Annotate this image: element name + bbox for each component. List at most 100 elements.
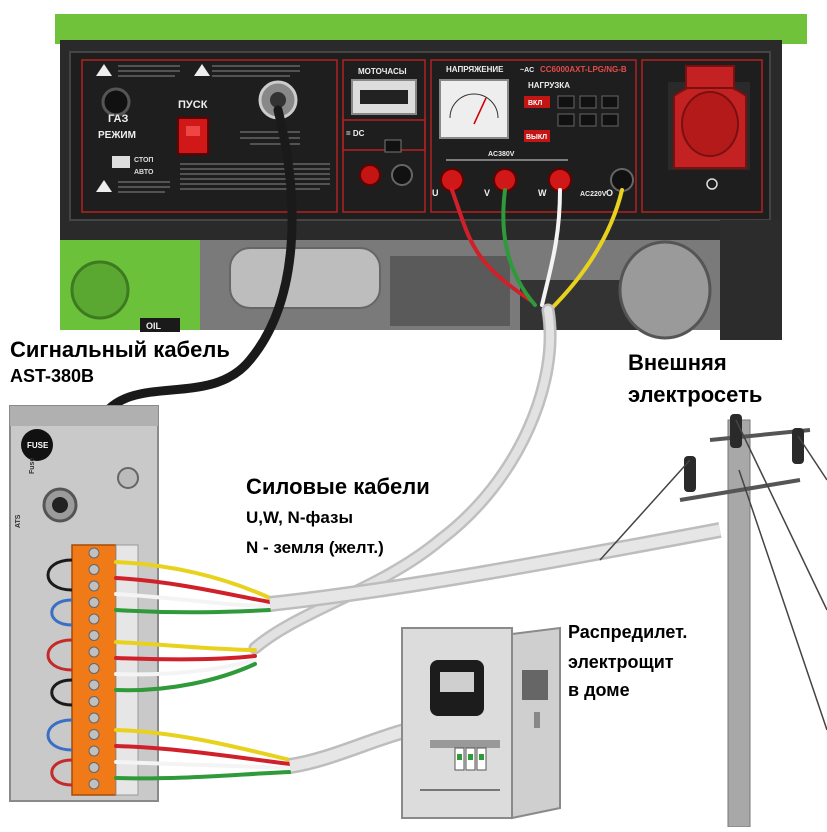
external-grid-label-1: Внешняя: [628, 350, 727, 375]
pole: [727, 419, 751, 828]
house-panel-label-3: в доме: [568, 680, 630, 700]
dc-minus-terminal: [391, 164, 413, 186]
oil-label: OIL: [146, 321, 162, 331]
wire-bundle1-yellow: [114, 560, 272, 600]
terminal-o-label: O: [606, 188, 613, 198]
vykl-badge: [524, 130, 550, 142]
terminal-v-label: V: [484, 188, 490, 198]
din-rail: [430, 740, 500, 748]
terminal-screw: [88, 745, 100, 757]
wire-green-v: [501, 188, 537, 307]
terminal-o: [610, 168, 634, 192]
terminal-screw: [88, 712, 100, 724]
wire-red-u: [450, 188, 532, 302]
door-handle: [534, 712, 540, 728]
oil-plate: [140, 318, 180, 332]
wire-bundle3-white: [114, 760, 292, 770]
warning-icon: [96, 64, 112, 76]
door-window: [522, 670, 548, 700]
house-panel-label-1: Распредилет.: [568, 622, 688, 642]
panel-zone-socket: [641, 59, 763, 213]
wire-white-w: [540, 188, 562, 307]
mode-toggle: [112, 156, 130, 168]
gas-knob: [101, 87, 131, 117]
generator-frame: [55, 14, 807, 44]
terminal-screw: [88, 729, 100, 740]
load-buttons: [557, 95, 619, 127]
terminal-screw: [88, 679, 100, 691]
wire-bundle3-yellow: [114, 728, 292, 762]
signal-socket-core: [270, 92, 286, 108]
utility-pole: [599, 414, 827, 828]
dc-breaker: [384, 139, 402, 153]
voltmeter-scale: [449, 93, 499, 119]
warning-icon: [194, 64, 210, 76]
terminal-screw: [88, 646, 100, 658]
terminal-screw: [88, 613, 100, 625]
terminal-screw: [88, 630, 100, 641]
terminal-screw: [88, 564, 100, 575]
external-grid-label-2: электросеть: [628, 382, 763, 407]
motor-hours-label: МОТОЧАСЫ: [358, 67, 407, 76]
terminal-screw: [88, 547, 100, 559]
panel-text: ГАЗ РЕЖИМ ПУСК СТОП АВТО МОТОЧАСЫ = DC Н…: [15, 65, 627, 528]
voltmeter-needle: [473, 97, 487, 125]
panel-fine-print: [118, 65, 330, 193]
wire-bundle1-green: [114, 608, 272, 615]
power-socket-top: [685, 65, 735, 89]
crossarm-lower: [679, 478, 801, 502]
generator-rotor: [618, 240, 712, 340]
wire-bundle2-yellow: [114, 640, 257, 652]
wire-bundle3-red: [114, 744, 292, 766]
vkl-badge: [524, 96, 550, 108]
ac220-label: AC220V: [580, 191, 607, 198]
hour-meter-display: [360, 90, 408, 104]
sheathed-cables: [269, 522, 722, 774]
panel-zone-left: [81, 59, 338, 213]
wire-bundle2-red: [114, 654, 257, 662]
vykl-label: ВЫКЛ: [526, 134, 547, 141]
fuse-holder: [21, 429, 53, 461]
power-cables-label: Силовые кабели: [246, 474, 430, 499]
signal-cable-label: Сигнальный кабель: [10, 337, 230, 362]
fan-cover: [70, 260, 130, 320]
ats-output-wires: [114, 560, 292, 781]
ac-symbol-label: ~AC: [520, 67, 534, 74]
panel-zone-ac: [430, 59, 637, 213]
ats-top-edge: [10, 406, 158, 426]
frame-right: [720, 220, 782, 340]
gas-label: ГАЗ: [108, 113, 128, 125]
panel-zone-dc: [342, 119, 426, 213]
alternator: [390, 256, 510, 326]
voltmeter: [439, 79, 509, 139]
terminal-labels-strip: [115, 544, 139, 796]
ats-internal-wires: [46, 558, 73, 787]
terminal-screw: [88, 663, 100, 674]
generator: [55, 14, 807, 340]
terminal-u: [440, 168, 464, 192]
house-panel: [401, 626, 561, 820]
warning-icon: [96, 180, 112, 192]
dc-plus-terminal: [359, 164, 381, 186]
wire-bundle1-red: [114, 576, 272, 604]
wire-yellow-n: [548, 188, 624, 312]
breaker-handles: [457, 754, 484, 760]
terminal-w-label: W: [538, 188, 547, 198]
terminal-screw: [88, 696, 100, 707]
ats-box: [9, 405, 159, 802]
signal-gland-core: [52, 497, 68, 513]
fuse-side-label: Fuse: [29, 458, 36, 474]
power-socket-lid: [681, 91, 739, 157]
terminal-w: [548, 168, 572, 192]
terminal-screws: [88, 547, 100, 790]
panel-zone-hours: [342, 59, 426, 151]
fuse-button-label: FUSE: [27, 441, 49, 450]
start-switch-led: [186, 126, 200, 136]
vkl-label: ВКЛ: [528, 100, 542, 107]
engine-cylinder: [229, 247, 381, 309]
insulators: [684, 414, 804, 492]
wire-bundle1-white: [114, 592, 272, 608]
house-panel-box: [401, 627, 513, 819]
mode-label: РЕЖИМ: [98, 130, 136, 141]
